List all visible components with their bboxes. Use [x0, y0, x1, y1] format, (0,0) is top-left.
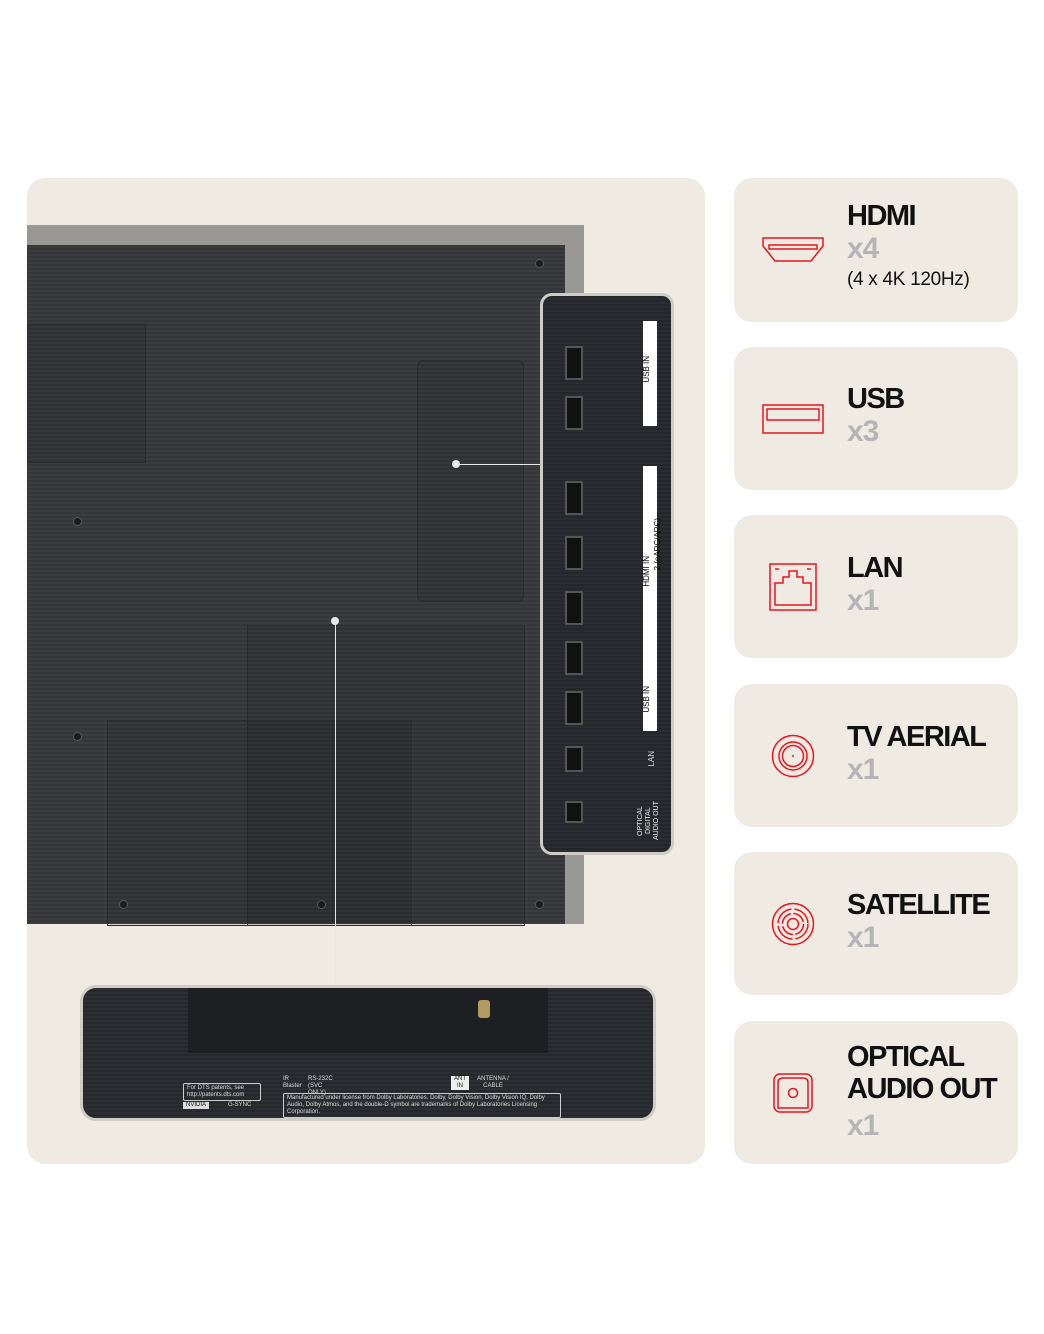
tv-back-cover: [27, 245, 565, 926]
port-title: OPTICAL AUDIO OUT: [847, 1041, 998, 1105]
port-count: x1: [847, 584, 879, 617]
ir-blaster-label: IR Blaster: [283, 1076, 302, 1089]
tv-aerial-icon: [762, 725, 824, 787]
antenna-cable-label: ANTENNA / CABLE: [477, 1076, 509, 1089]
gsync-label: G-SYNC: [228, 1102, 252, 1108]
nvidia-label: NVIDIA: [183, 1102, 210, 1109]
port-title: SATELLITE: [847, 889, 991, 921]
port-title: USB: [847, 383, 905, 415]
satellite-icon: [762, 893, 824, 955]
optical-label: OPTICAL DIGITAL AUDIO OUT: [637, 801, 660, 841]
port-note: (4 x 4K 120Hz): [847, 269, 970, 290]
port-count: x1: [847, 921, 879, 954]
dolby-label: Manufactured under license from Dolby La…: [283, 1093, 561, 1118]
hdmi-2-label: 2 (eARC/ARC): [653, 518, 662, 571]
port-title: TV AERIAL: [847, 721, 987, 753]
port-card-hdmi: HDMI x4 (4 x 4K 120Hz): [734, 178, 1018, 322]
optical-audio-icon: [762, 1062, 824, 1124]
port-card-lan: LAN x1: [734, 515, 1018, 658]
hdmi-icon: [762, 219, 824, 281]
port-title: LAN: [847, 552, 904, 584]
port-count: x1: [847, 753, 879, 786]
ant-in-label: ANT IN: [451, 1076, 469, 1090]
dts-label: For DTS patents, see http://patents.dts.…: [183, 1083, 261, 1101]
hdmi-in-label: HDMI IN: [642, 556, 651, 587]
lan-icon: [762, 556, 824, 618]
port-count: x1: [847, 1109, 879, 1142]
port-card-satellite: SATELLITE x1: [734, 852, 1018, 995]
port-card-optical-audio: OPTICAL AUDIO OUT x1: [734, 1021, 1018, 1164]
port-title: HDMI: [847, 200, 917, 232]
usb-in-3-label: USB IN: [642, 686, 651, 713]
port-card-usb: USB x3: [734, 347, 1018, 490]
bottom-ports-closeup: For DTS patents, see http://patents.dts.…: [80, 985, 656, 1121]
usb-in-label: USB IN: [642, 356, 651, 383]
side-ports-closeup: USB IN HDMI IN 2 (eARC/ARC) USB IN LAN O…: [540, 293, 674, 855]
port-count: x3: [847, 415, 879, 448]
lan-label: LAN: [647, 751, 656, 767]
tv-rear-photo-panel: USB IN HDMI IN 2 (eARC/ARC) USB IN LAN O…: [27, 178, 705, 1164]
port-count: x4: [847, 232, 879, 265]
port-card-tv-aerial: TV AERIAL x1: [734, 684, 1018, 827]
usb-icon: [762, 388, 824, 450]
